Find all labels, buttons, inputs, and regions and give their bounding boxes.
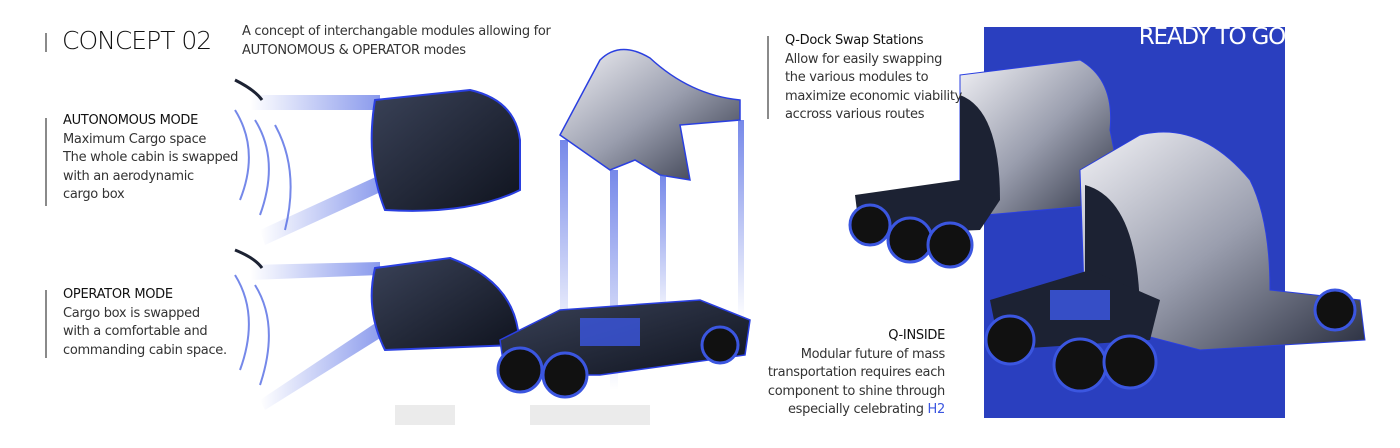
autonomous-heading: AUTONOMOUS MODE: [63, 113, 199, 128]
qdock-divider: [767, 36, 769, 119]
intro-line-1: A concept of interchangable modules allo…: [242, 24, 551, 39]
autonomous-line: Maximum Cargo space: [63, 131, 207, 147]
autonomous-line: with an aerodynamic: [63, 168, 194, 184]
operator-line: Cargo box is swapped: [63, 305, 200, 321]
autonomous-divider: [45, 118, 47, 206]
truck-front: [984, 131, 1366, 393]
qinside-line: component to shine through: [767, 383, 945, 399]
intro-line-2: AUTONOMOUS & OPERATOR modes: [242, 42, 466, 58]
qdock-line: accross various routes: [785, 107, 925, 122]
qinside-last-prefix: especially celebrating: [787, 402, 928, 417]
autonomous-line: The whole cabin is swapped: [63, 150, 239, 165]
ready-to-go-label: READY TO GO: [1138, 24, 1286, 50]
operator-line: with a comfortable and: [63, 324, 208, 339]
operator-line: commanding cabin space.: [63, 342, 227, 358]
qinside-line: transportation requires each: [767, 365, 945, 380]
autonomous-line: cargo box: [63, 187, 125, 202]
qdock-line: maximize economic viability: [785, 88, 963, 104]
qinside-line: Modular future of mass: [800, 346, 946, 362]
qdock-line: Allow for easily swapping: [785, 51, 943, 67]
intro-text: A concept of interchangable modules allo…: [242, 23, 551, 60]
qdock-heading: Q-Dock Swap Stations: [785, 33, 924, 48]
autonomous-section: AUTONOMOUS MODE Maximum Cargo space The …: [63, 112, 238, 205]
h2-highlight: H2: [927, 402, 946, 417]
chassis-platform: [395, 299, 751, 425]
operator-cabin-module: [234, 248, 520, 410]
qinside-heading: Q-INSIDE: [888, 328, 945, 343]
operator-section: OPERATOR MODE Cargo box is swapped with …: [63, 286, 227, 360]
operator-heading: OPERATOR MODE: [63, 287, 173, 302]
autonomous-cargo-module: [234, 78, 521, 245]
page-title: CONCEPT 02: [62, 26, 212, 55]
operator-divider: [45, 290, 47, 358]
qdock-section: Q-Dock Swap Stations Allow for easily sw…: [785, 32, 962, 125]
roof-module: [559, 48, 744, 390]
title-divider: [45, 33, 47, 52]
qinside-last-line: especially celebrating H2: [768, 401, 945, 420]
qdock-line: the various modules to: [785, 70, 929, 85]
qinside-section: Q-INSIDE Modular future of mass transpor…: [768, 327, 945, 420]
